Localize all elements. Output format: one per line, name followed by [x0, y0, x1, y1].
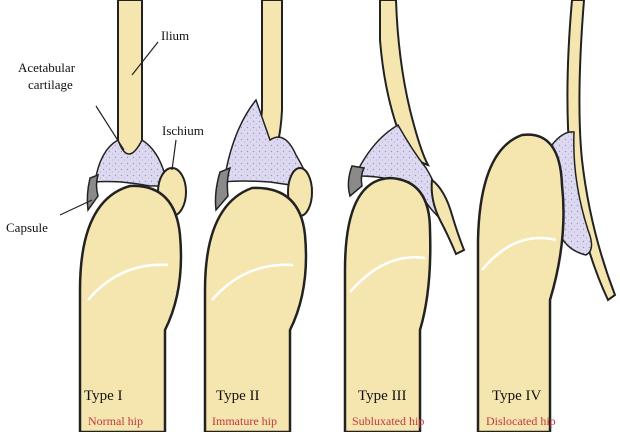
type-2-description: Immature hip [212, 414, 277, 428]
panel-type-3 [345, 0, 464, 432]
acetabular-cartilage-label-line1: Acetabular [18, 60, 76, 75]
type-4-label: Type IV [492, 388, 542, 404]
type-3-label: Type III [358, 388, 407, 404]
type-1-label: Type I [84, 388, 123, 404]
acetabular-cartilage-label-line2: cartilage [28, 77, 73, 92]
panel-type-4 [478, 0, 615, 432]
type-4-description: Dislocated hip [486, 414, 556, 428]
ilium-bone [118, 0, 142, 170]
type-1-description: Normal hip [88, 414, 143, 428]
type-3-description: Subluxated hip [352, 414, 424, 428]
ilium-label: Ilium [161, 28, 189, 43]
ischium-pointer [172, 140, 176, 170]
capsule [87, 175, 98, 210]
panel-type-2 [205, 0, 312, 432]
type-2-label: Type II [216, 388, 260, 404]
panel-type-1 [80, 0, 186, 432]
ischium-bone [432, 180, 464, 254]
capsule-label: Capsule [6, 220, 48, 235]
ischium-label: Ischium [162, 123, 204, 138]
